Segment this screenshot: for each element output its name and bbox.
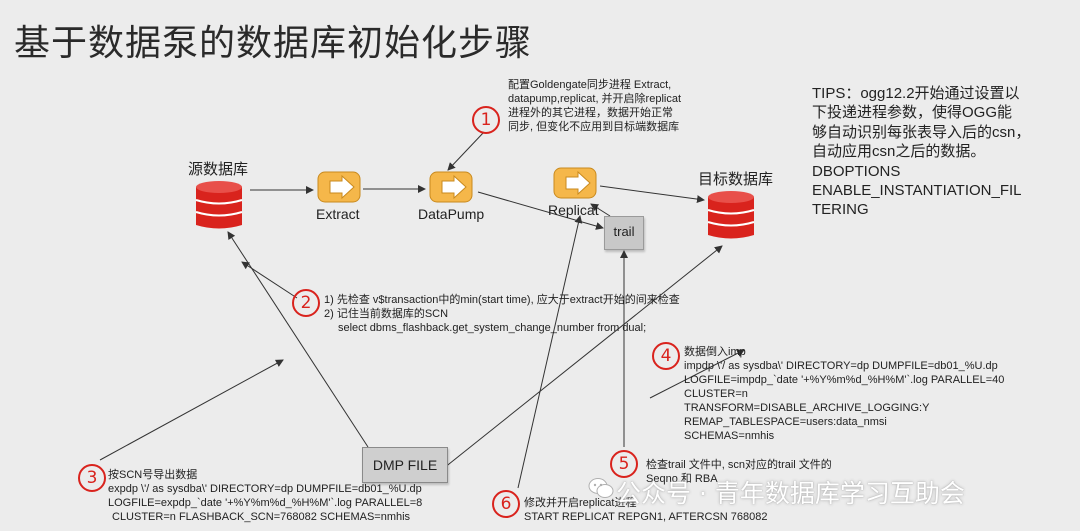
step-5-note: 检查trail 文件中, scn对应的trail 文件的 Seqno 和 RBA (646, 458, 832, 486)
wechat-icon (588, 478, 614, 498)
step-1-line: 进程外的其它进程，数据开始正常 (508, 107, 673, 119)
step-4-line: LOGFILE=impdp_`date '+%Y%m%d_%H%M'`.log … (684, 374, 1005, 386)
step-6-line: 修改并开启replicat进程 (524, 497, 637, 509)
dmp-file-box: DMP FILE (362, 447, 448, 483)
target-db-icon (707, 191, 755, 239)
step-5-badge: 5 (610, 450, 638, 478)
replicat-label: Replicat (548, 202, 599, 218)
step-3-line: CLUSTER=n FLASHBACK_SCN=768082 SCHEMAS=n… (112, 511, 411, 523)
step-3-line: expdp \'/ as sysdba\' DIRECTORY=dp DUMPF… (108, 483, 422, 495)
step-4-line: 数据倒入imp (684, 346, 746, 358)
step-5-line: 检查trail 文件中, scn对应的trail 文件的 (646, 459, 832, 471)
target-db-label: 目标数据库 (698, 171, 774, 188)
arrow-step6-to-replicat (517, 215, 583, 489)
datapump-process-icon (429, 171, 473, 203)
step-6-badge: 6 (492, 490, 520, 518)
step-3-line: LOGFILE=expdp_`date '+%Y%m%d_%H%M'`.log … (108, 497, 423, 509)
step-3-line: 按SCN号导出数据 (108, 469, 198, 481)
step-5-line: Seqno 和 RBA (646, 473, 718, 485)
arrow-trail-to-replicat (590, 203, 611, 217)
tips-line: 下投递进程参数，使得OGG能 (812, 104, 1013, 122)
step-2-badge: 2 (292, 289, 320, 317)
step-2-line: select dbms_flashback.get_system_change_… (338, 322, 647, 334)
source-db-label: 源数据库 (188, 161, 249, 178)
arrow-step4-to-target (649, 349, 745, 399)
step-3-badge: 3 (78, 464, 106, 492)
arrow-replicat-to-target (599, 185, 705, 204)
arrow-step3-to-source (99, 359, 284, 461)
replicat-process-icon (553, 167, 597, 199)
datapump-label: DataPump (418, 206, 485, 222)
trail-file-box: trail (604, 216, 644, 250)
step-6-line: START REPLICAT REPGN1, AFTERCSN 768082 (524, 511, 768, 523)
step-4-line: SCHEMAS=nmhis (684, 430, 775, 442)
step-4-line: TRANSFORM=DISABLE_ARCHIVE_LOGGING:Y (684, 402, 930, 414)
tips-line: 够自动识别每张表导入后的csn， (812, 123, 1031, 141)
arrow-step2-to-source (241, 261, 298, 299)
step-2-line: 2) 记住当前数据库的SCN (324, 308, 449, 320)
tips-line: TIPS：ogg12.2开始通过设置以 (812, 85, 1020, 102)
step-4-badge: 4 (652, 342, 680, 370)
step-1-line: 同步, 但变化不应用到目标端数据库 (508, 121, 680, 133)
step-2-note: 1) 先检查 v$transaction中的min(start time), 应… (324, 293, 680, 335)
arrow-step1-to-datapump (447, 131, 485, 171)
tips-line: ENABLE_INSTANTIATION_FIL (812, 182, 1022, 200)
step-2-line: 1) 先检查 v$transaction中的min(start time), 应… (324, 294, 680, 306)
extract-label: Extract (316, 206, 360, 222)
step-1-line: 配置Goldengate同步进程 Extract, (508, 79, 672, 91)
watermark: 公众号 · 青年数据库学习互助会 (616, 479, 965, 508)
step-4-note: 数据倒入imp impdp \'/ as sysdba\' DIRECTORY=… (684, 345, 1004, 443)
step-3-note: 按SCN号导出数据 expdp \'/ as sysdba\' DIRECTOR… (108, 468, 422, 524)
step-4-line: REMAP_TABLESPACE=users:data_nmsi (684, 416, 887, 428)
step-4-line: impdp \'/ as sysdba\' DIRECTORY=dp DUMPF… (684, 360, 998, 372)
tips-line: 自动应用csn之后的数据。 (812, 143, 986, 161)
tips-line: DBOPTIONS (812, 162, 901, 180)
page-title: 基于数据泵的数据库初始化步骤 (14, 23, 533, 64)
step-1-note: 配置Goldengate同步进程 Extract, datapump,repli… (508, 78, 681, 134)
step-4-line: CLUSTER=n (684, 388, 748, 400)
source-db-icon (195, 181, 243, 229)
arrow-dmp-to-target (443, 245, 723, 469)
step-1-badge: 1 (472, 106, 500, 134)
step-1-line: datapump,replicat, 并开启除replicat (508, 93, 682, 105)
arrow-dmp-to-source (227, 231, 369, 448)
tips-box: TIPS：ogg12.2开始通过设置以 下投递进程参数，使得OGG能 够自动识别… (812, 84, 1052, 220)
tips-line: TERING (812, 201, 869, 219)
extract-process-icon (317, 171, 361, 203)
step-6-note: 修改并开启replicat进程 START REPLICAT REPGN1, A… (524, 496, 768, 524)
